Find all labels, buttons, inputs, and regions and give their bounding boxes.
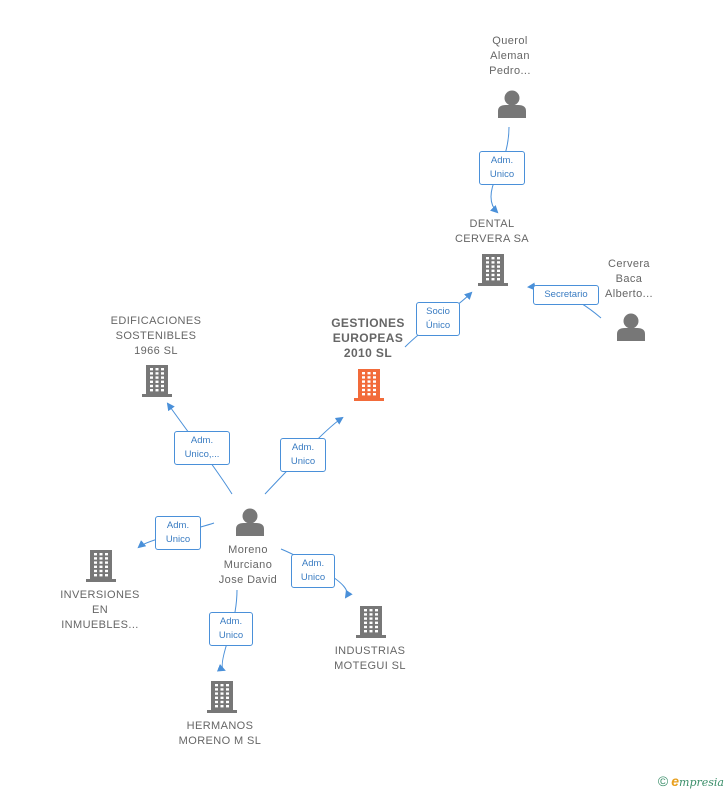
node-label-line: MORENO M SL: [178, 735, 262, 747]
person-icon-querol[interactable]: [498, 90, 526, 119]
node-label-line: Querol: [492, 35, 528, 47]
node-label-line: Pedro...: [489, 65, 531, 77]
edge-label-line: Unico: [489, 169, 515, 180]
node-label-line: CERVERA SA: [454, 233, 530, 245]
edge-label-moreno-to-hermanos[interactable]: Adm. Unico: [209, 612, 253, 646]
node-label-line: HERMANOS: [186, 720, 254, 732]
edge-label-line: Socio: [426, 306, 450, 317]
node-label-line: INDUSTRIAS: [334, 645, 406, 657]
node-label-line: INVERSIONES: [60, 589, 140, 601]
node-label-line: Alberto...: [604, 288, 654, 300]
copyright-symbol: ©: [657, 773, 669, 789]
node-label-line: SOSTENIBLES: [115, 330, 197, 342]
node-label-industrias[interactable]: INDUSTRIAS MOTEGUI SL: [315, 644, 425, 674]
edge-label-line: Unico: [300, 572, 326, 583]
edge-label-moreno-to-inversiones[interactable]: Adm. Unico: [155, 516, 201, 550]
edge-label-line: Adm.: [291, 442, 315, 453]
node-label-line: GESTIONES: [331, 316, 405, 330]
edge-label-line: Adm.: [301, 558, 325, 569]
building-icon-edificaciones[interactable]: [142, 365, 172, 397]
node-label-line: Aleman: [490, 50, 530, 62]
person-icon-moreno[interactable]: [236, 508, 264, 537]
person-icon-cervera[interactable]: [617, 313, 645, 342]
building-icon-hermanos[interactable]: [207, 681, 237, 713]
brand-logo-text: mpresia: [679, 776, 724, 789]
edge-label-moreno-to-gestiones[interactable]: Adm. Unico: [280, 438, 326, 472]
building-icon-dental[interactable]: [478, 254, 508, 286]
edge-label-querol-to-dental[interactable]: Adm. Unico: [479, 151, 525, 185]
building-icon-industrias[interactable]: [356, 606, 386, 638]
node-label-line: DENTAL: [469, 218, 515, 230]
node-label-edificaciones[interactable]: EDIFICACIONES SOSTENIBLES 1966 SL: [96, 314, 216, 359]
node-label-line: 1966 SL: [134, 345, 178, 357]
node-label-line: MOTEGUI SL: [334, 660, 406, 672]
node-label-dental[interactable]: DENTAL CERVERA SA: [437, 217, 547, 247]
node-label-line: Jose David: [218, 574, 278, 586]
edge-label-line: Adm.: [490, 155, 514, 166]
brand-logo-initial: e: [671, 773, 680, 789]
node-label-line: Moreno: [228, 544, 268, 556]
edge-label-line: Unico: [218, 630, 244, 641]
edge-label-line: Secretario: [544, 289, 588, 300]
edge-label-moreno-to-edificaciones[interactable]: Adm. Unico,...: [174, 431, 230, 465]
node-label-inversiones[interactable]: INVERSIONES EN INMUEBLES...: [45, 588, 155, 633]
edge-label-line: Adm.: [166, 520, 190, 531]
edge-label-line: Adm.: [219, 616, 243, 627]
node-label-line: Cervera: [608, 258, 650, 270]
node-label-line: EN: [91, 604, 109, 616]
node-label-line: EDIFICACIONES: [110, 315, 202, 327]
node-label-hermanos[interactable]: HERMANOS MORENO M SL: [165, 719, 275, 749]
node-label-line: Baca: [615, 273, 643, 285]
node-label-line: Murciano: [223, 559, 273, 571]
node-label-line: 2010 SL: [343, 346, 393, 360]
footer-brand[interactable]: ©empresia: [658, 773, 724, 789]
node-label-line: INMUEBLES...: [61, 619, 139, 631]
building-icon-gestiones[interactable]: [354, 369, 384, 401]
edge-label-line: Adm.: [190, 435, 214, 446]
edge-label-moreno-to-industrias[interactable]: Adm. Unico: [291, 554, 335, 588]
building-icon-inversiones[interactable]: [86, 550, 116, 582]
edge-label-line: Unico: [165, 534, 191, 545]
edge-label-line: Único: [425, 320, 451, 331]
node-label-line: EUROPEAS: [332, 331, 404, 345]
edge-label-line: Unico,...: [184, 449, 220, 460]
edge-label-line: Unico: [290, 456, 316, 467]
edge-label-cervera-to-dental[interactable]: Secretario: [533, 285, 599, 305]
